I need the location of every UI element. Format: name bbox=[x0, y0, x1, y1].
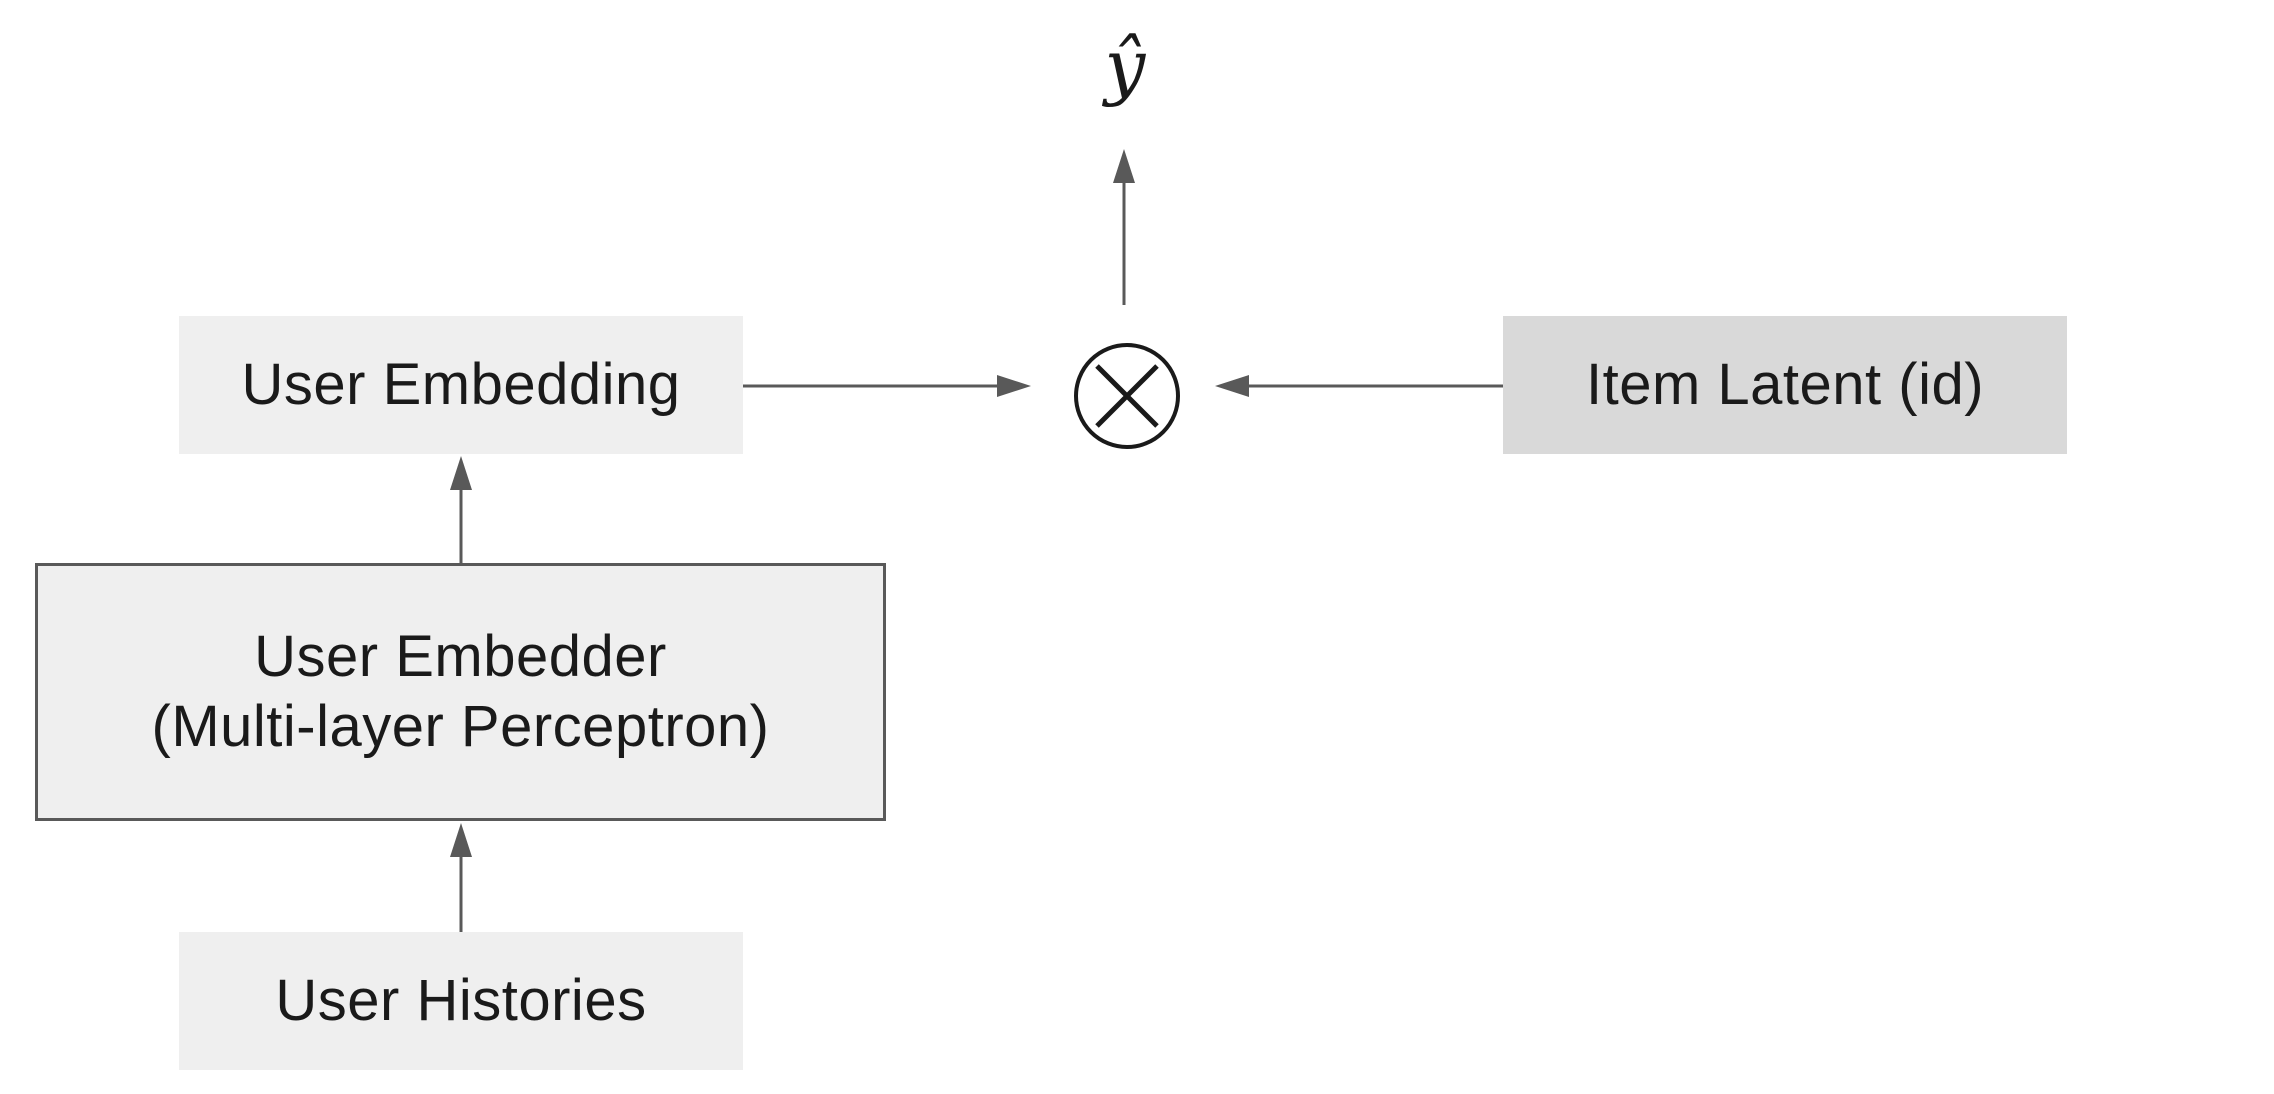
edge-operator-to-output bbox=[1113, 149, 1135, 305]
item-latent-node: Item Latent (id) bbox=[1503, 316, 2067, 454]
output-prediction-label: ŷ bbox=[1104, 24, 1146, 108]
item-latent-label: Item Latent (id) bbox=[1585, 352, 1985, 418]
edge-embedder-to-embedding bbox=[450, 456, 472, 563]
edge-item-latent-to-operator bbox=[1215, 375, 1503, 397]
user-embedder-title: User Embedder bbox=[254, 624, 667, 690]
user-histories-node: User Histories bbox=[179, 932, 743, 1070]
edge-histories-to-embedder bbox=[450, 823, 472, 932]
user-embedder-node: User Embedder (Multi-layer Perceptron) bbox=[35, 563, 886, 821]
edge-embedding-to-operator bbox=[743, 375, 1031, 397]
user-embedder-subtitle: (Multi-layer Perceptron) bbox=[151, 694, 770, 759]
multiply-circle-icon bbox=[1074, 343, 1180, 449]
user-embedding-node: User Embedding bbox=[179, 316, 743, 454]
user-histories-label: User Histories bbox=[275, 968, 647, 1034]
user-embedding-label: User Embedding bbox=[241, 352, 681, 418]
